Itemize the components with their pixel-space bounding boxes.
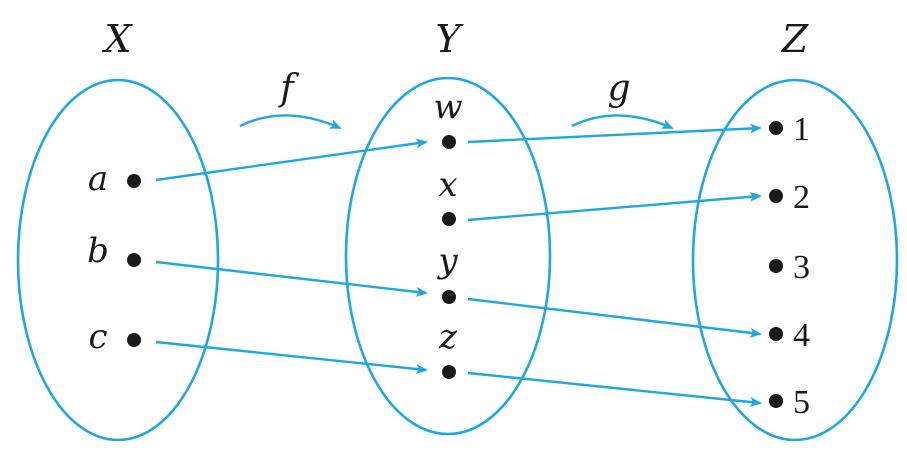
element-label-2: 2 [793, 179, 810, 216]
element-dot-b [127, 253, 141, 267]
element-label-w: w [433, 87, 462, 127]
element-label-y: y [436, 241, 458, 281]
element-dot-y [442, 290, 456, 304]
function-label-f: f [277, 68, 299, 109]
element-label-1: 1 [793, 111, 810, 148]
element-label-a: a [88, 159, 108, 199]
function-f-curved-arrow [239, 114, 342, 130]
element-label-4: 4 [793, 317, 810, 354]
arrow-c-to-z [155, 340, 428, 374]
element-dot-a [127, 174, 141, 188]
arrow-w-to-1 [467, 123, 762, 144]
element-label-c: c [88, 317, 107, 357]
arrow-a-to-w [155, 138, 428, 182]
element-dot-4 [769, 327, 783, 341]
function-g-curved-arrow [571, 114, 674, 130]
function-label-g: g [607, 68, 630, 109]
mapping-arrows [155, 123, 762, 407]
element-dot-3 [769, 259, 783, 273]
set-label-x: X [101, 17, 133, 61]
element-dot-1 [769, 121, 783, 135]
element-dot-5 [769, 394, 783, 408]
element-dot-z [442, 365, 456, 379]
set-x-ellipse [16, 78, 220, 442]
element-label-3: 3 [793, 249, 810, 286]
set-z-elements: 1 2 3 4 5 [769, 111, 810, 421]
set-x-elements: a b c [87, 159, 141, 357]
set-label-z: Z [781, 17, 809, 61]
set-y-elements: w x y z [433, 87, 463, 379]
set-y-ellipse [344, 76, 552, 436]
element-dot-c [127, 333, 141, 347]
arrow-b-to-y [155, 260, 428, 297]
element-label-x: x [438, 165, 457, 205]
element-label-b: b [87, 231, 109, 271]
arrow-y-to-4 [467, 297, 762, 338]
element-label-z: z [438, 317, 458, 357]
set-label-y: Y [435, 17, 464, 61]
arrow-x-to-2 [467, 191, 762, 222]
element-label-5: 5 [793, 384, 810, 421]
set-z-ellipse [691, 78, 899, 442]
element-dot-w [442, 135, 456, 149]
element-dot-2 [769, 189, 783, 203]
arrow-z-to-5 [467, 371, 762, 407]
element-dot-x [442, 212, 456, 226]
